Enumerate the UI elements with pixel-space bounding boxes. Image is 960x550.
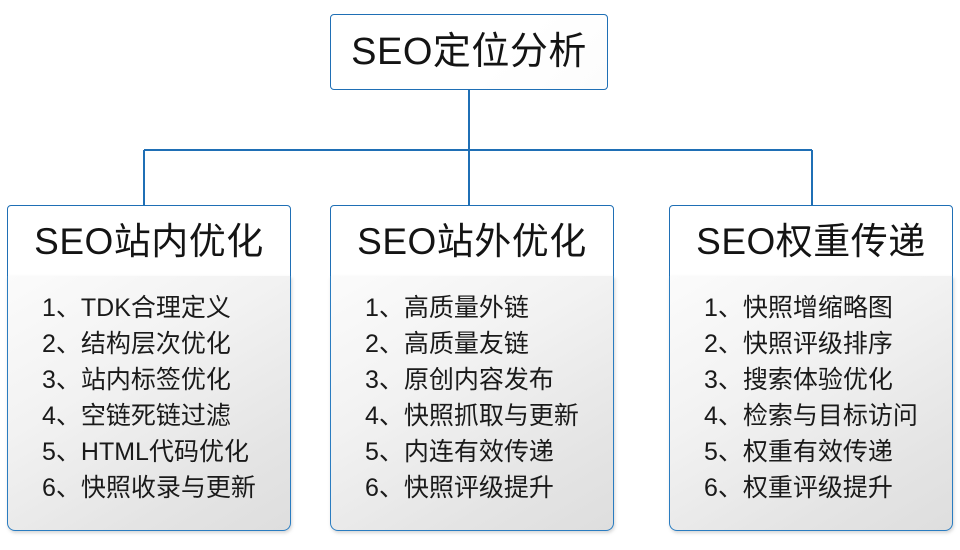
list-item[interactable]: 4、 检索与目标访问 xyxy=(704,398,952,434)
list-item-label: 空链死链过滤 xyxy=(80,402,231,430)
list-item-index: 5、 xyxy=(365,438,404,466)
list-item-index: 4、 xyxy=(704,402,743,430)
list-item-label: 搜索体验优化 xyxy=(742,366,893,394)
list-item-label: 权重评级提升 xyxy=(742,474,893,502)
column-header[interactable]: SEO站外优化 xyxy=(330,205,614,277)
list-item-label: 快照收录与更新 xyxy=(80,474,256,502)
list-item-index: 1、 xyxy=(365,294,404,322)
root-node[interactable]: SEO定位分析 xyxy=(330,14,608,90)
column-seo-onsite: SEO站内优化 1、 TDK合理定义 2、 结构层次优化 3、 站内标签优化 4… xyxy=(7,205,291,531)
column-header-label: SEO站内优化 xyxy=(34,220,264,262)
column-body: 1、 高质量外链 2、 高质量友链 3、 原创内容发布 4、 快照抓取与更新 5… xyxy=(330,276,614,531)
list-item-label: 内连有效传递 xyxy=(403,438,554,466)
list-item[interactable]: 1、 快照增缩略图 xyxy=(704,290,952,326)
list-item[interactable]: 6、 快照收录与更新 xyxy=(42,470,290,506)
list-item-index: 2、 xyxy=(365,330,404,358)
list-item[interactable]: 6、 快照评级提升 xyxy=(365,470,613,506)
column-seo-offsite: SEO站外优化 1、 高质量外链 2、 高质量友链 3、 原创内容发布 4、 快… xyxy=(330,205,614,531)
list-item[interactable]: 5、 权重有效传递 xyxy=(704,434,952,470)
list-item[interactable]: 4、 快照抓取与更新 xyxy=(365,398,613,434)
list-item[interactable]: 5、 内连有效传递 xyxy=(365,434,613,470)
list-item[interactable]: 6、 权重评级提升 xyxy=(704,470,952,506)
list-item-label: 站内标签优化 xyxy=(80,366,231,394)
list-item[interactable]: 5、 HTML代码优化 xyxy=(42,434,290,470)
list-item[interactable]: 2、 结构层次优化 xyxy=(42,326,290,362)
list-item-index: 3、 xyxy=(365,366,404,394)
list-item-index: 5、 xyxy=(42,438,81,466)
root-node-label: SEO定位分析 xyxy=(351,31,587,73)
list-item-label: 高质量外链 xyxy=(403,294,529,322)
item-list: 1、 快照增缩略图 2、 快照评级排序 3、 搜索体验优化 4、 检索与目标访问… xyxy=(670,290,952,506)
list-item-label: 快照评级排序 xyxy=(742,330,893,358)
list-item-label: 结构层次优化 xyxy=(80,330,231,358)
list-item-index: 6、 xyxy=(365,474,404,502)
list-item[interactable]: 1、 高质量外链 xyxy=(365,290,613,326)
list-item-index: 3、 xyxy=(704,366,743,394)
item-list: 1、 高质量外链 2、 高质量友链 3、 原创内容发布 4、 快照抓取与更新 5… xyxy=(331,290,613,506)
list-item-index: 4、 xyxy=(42,402,81,430)
column-body: 1、 快照增缩略图 2、 快照评级排序 3、 搜索体验优化 4、 检索与目标访问… xyxy=(669,276,953,531)
column-header-label: SEO站外优化 xyxy=(357,220,587,262)
list-item-index: 2、 xyxy=(42,330,81,358)
column-header[interactable]: SEO权重传递 xyxy=(669,205,953,277)
list-item-label: HTML代码优化 xyxy=(80,438,249,466)
list-item-label: 快照抓取与更新 xyxy=(403,402,579,430)
item-list: 1、 TDK合理定义 2、 结构层次优化 3、 站内标签优化 4、 空链死链过滤… xyxy=(8,290,290,506)
list-item-label: 快照增缩略图 xyxy=(742,294,893,322)
column-header-label: SEO权重传递 xyxy=(696,220,926,262)
list-item-label: 高质量友链 xyxy=(403,330,529,358)
list-item-index: 1、 xyxy=(704,294,743,322)
list-item-index: 2、 xyxy=(704,330,743,358)
list-item[interactable]: 3、 站内标签优化 xyxy=(42,362,290,398)
list-item-label: 权重有效传递 xyxy=(742,438,893,466)
list-item-index: 3、 xyxy=(42,366,81,394)
column-body: 1、 TDK合理定义 2、 结构层次优化 3、 站内标签优化 4、 空链死链过滤… xyxy=(7,276,291,531)
list-item-index: 6、 xyxy=(704,474,743,502)
list-item-index: 1、 xyxy=(42,294,81,322)
list-item[interactable]: 3、 原创内容发布 xyxy=(365,362,613,398)
list-item[interactable]: 2、 高质量友链 xyxy=(365,326,613,362)
list-item-label: 检索与目标访问 xyxy=(742,402,918,430)
column-seo-weight-transfer: SEO权重传递 1、 快照增缩略图 2、 快照评级排序 3、 搜索体验优化 4、… xyxy=(669,205,953,531)
list-item-index: 6、 xyxy=(42,474,81,502)
list-item[interactable]: 1、 TDK合理定义 xyxy=(42,290,290,326)
list-item-label: 快照评级提升 xyxy=(403,474,554,502)
list-item[interactable]: 3、 搜索体验优化 xyxy=(704,362,952,398)
list-item-label: 原创内容发布 xyxy=(403,366,554,394)
list-item-index: 4、 xyxy=(365,402,404,430)
list-item-index: 5、 xyxy=(704,438,743,466)
column-header[interactable]: SEO站内优化 xyxy=(7,205,291,277)
list-item-label: TDK合理定义 xyxy=(80,294,231,322)
list-item[interactable]: 2、 快照评级排序 xyxy=(704,326,952,362)
list-item[interactable]: 4、 空链死链过滤 xyxy=(42,398,290,434)
